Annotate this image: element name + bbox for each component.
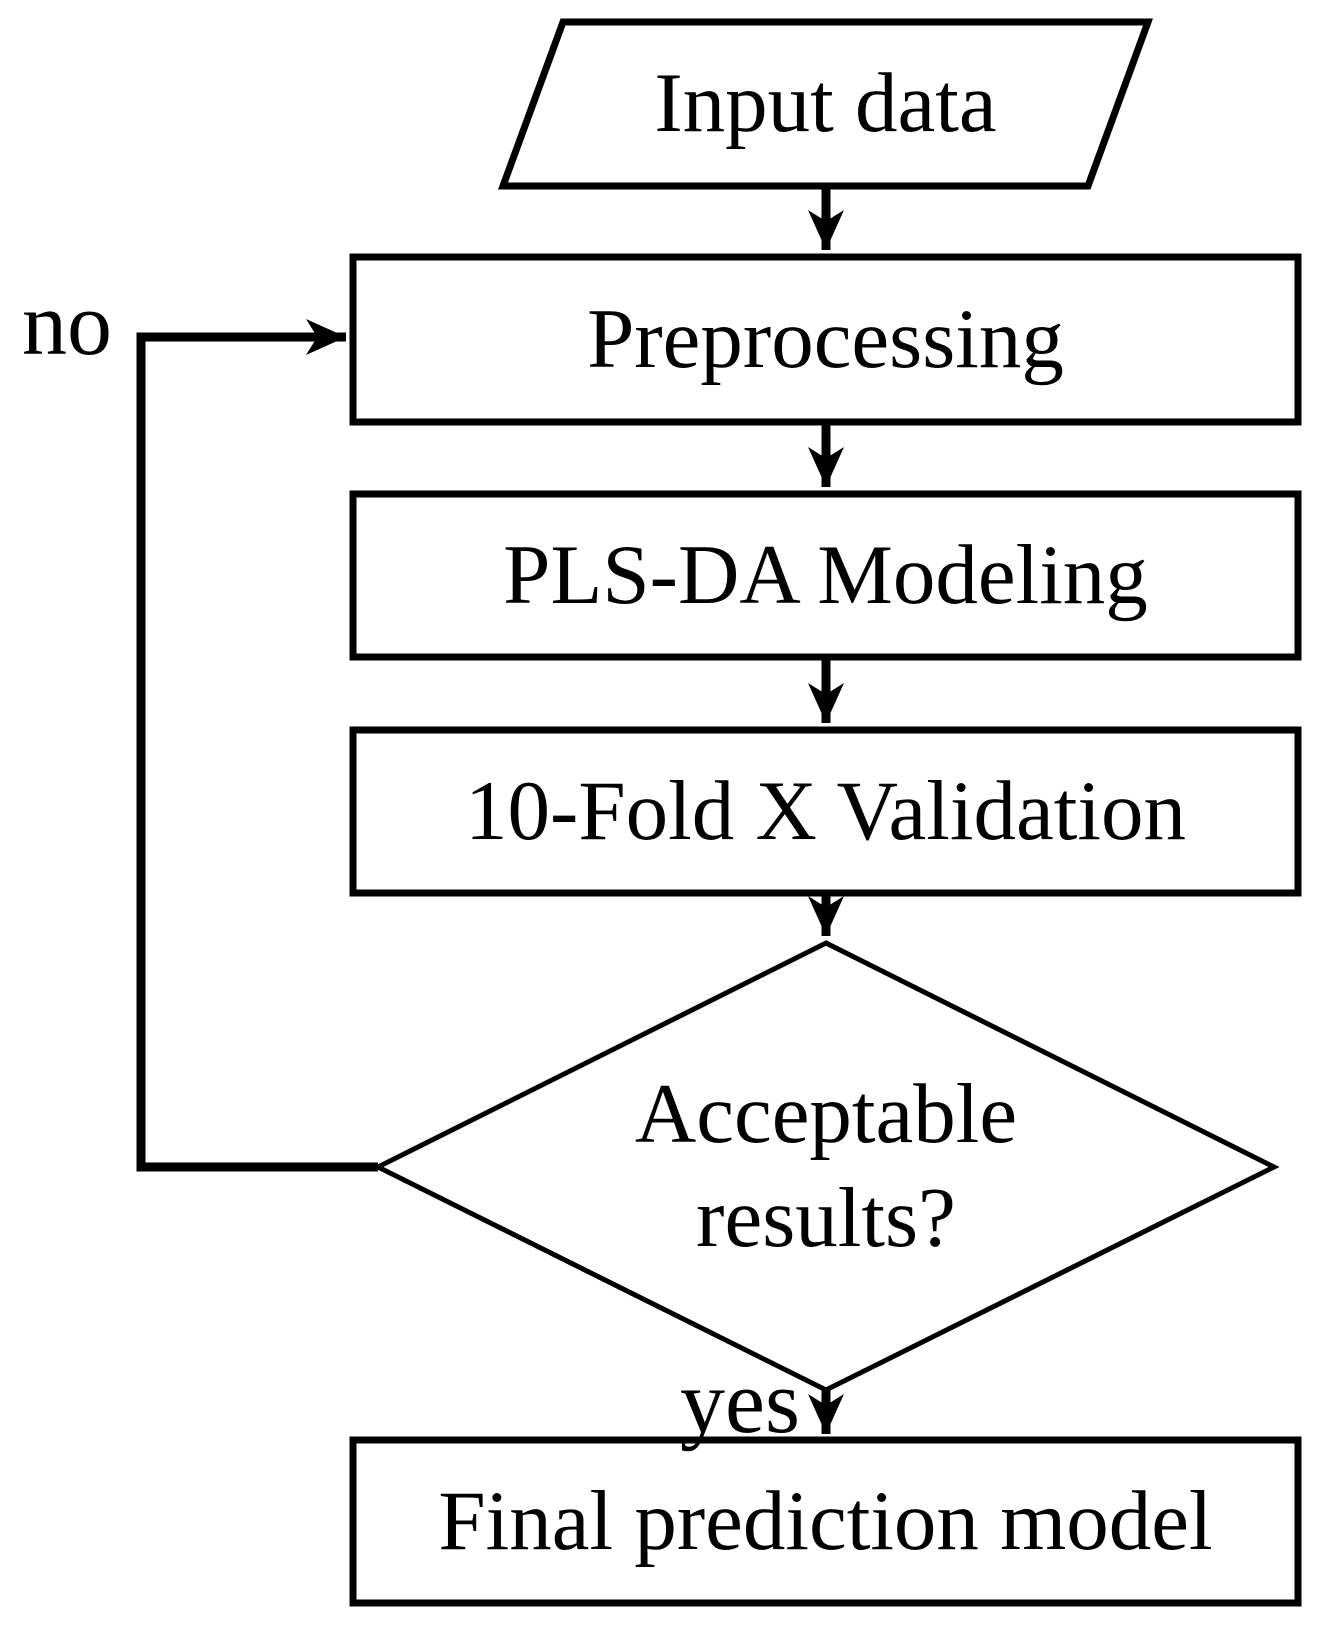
node-preprocessing-shape: [349, 253, 1302, 426]
node-decision-shape: [372, 940, 1280, 1393]
node-final-model-shape: [349, 1436, 1302, 1607]
node-plsda-modeling-shape: [349, 490, 1302, 661]
node-10fold-validation-shape: [349, 726, 1302, 897]
edge-no-loop: [136, 319, 378, 1172]
node-input-data-shape: [497, 18, 1154, 190]
